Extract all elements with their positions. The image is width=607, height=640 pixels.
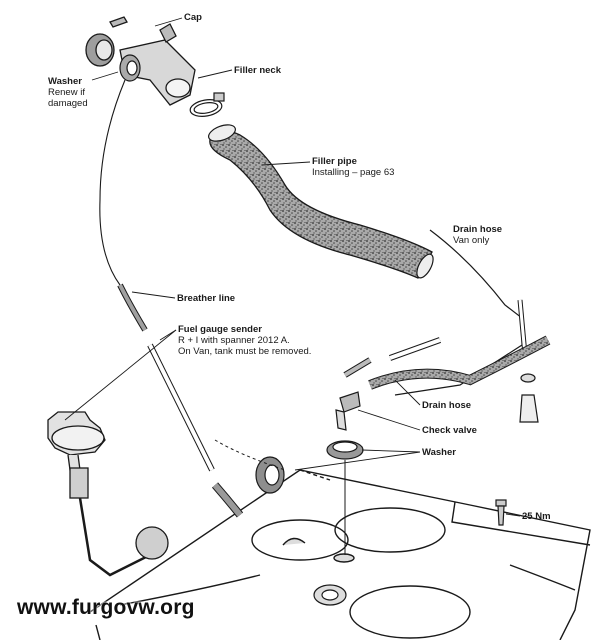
check-valve — [335, 391, 361, 431]
label-filler-neck: Filler neck — [234, 65, 281, 76]
label-torque: 25 Nm — [522, 511, 551, 522]
label-check-valve: Check valve — [422, 425, 477, 436]
label-filler-pipe: Filler pipe Installing – page 63 — [312, 156, 395, 178]
watermark: www.furgovw.org — [17, 596, 195, 619]
label-fuel-gauge-sender: Fuel gauge sender R + I with spanner 201… — [178, 324, 312, 357]
filler-pipe — [209, 130, 433, 279]
fuel-gauge-sender — [47, 411, 169, 577]
label-washer-bottom: Washer — [422, 447, 456, 458]
tank-recess-center — [334, 507, 446, 553]
sender-port — [333, 553, 355, 563]
filler-neck — [119, 23, 196, 106]
breather-line-segment-inner — [118, 284, 147, 332]
tank-bolt — [495, 499, 507, 526]
tank-recess-left — [251, 519, 349, 561]
lock-ring — [313, 584, 347, 606]
fuel-cap — [85, 16, 128, 67]
leader-lines — [64, 17, 521, 517]
fuel-tank — [89, 469, 591, 640]
label-cap: Cap — [184, 12, 202, 23]
washer-center — [326, 440, 364, 460]
hose-clamp — [189, 92, 225, 117]
label-washer-top: Washer Renew if damaged — [48, 76, 88, 109]
washer-top — [119, 54, 141, 82]
tank-recess-bottom — [349, 585, 471, 639]
label-breather-line: Breather line — [177, 293, 236, 304]
grommet — [255, 456, 285, 494]
hose-clip — [519, 373, 539, 423]
label-drain-hose: Drain hose — [422, 400, 472, 411]
label-drain-hose-van: Drain hose Van only — [453, 224, 503, 246]
breather-line-upper — [99, 79, 126, 286]
